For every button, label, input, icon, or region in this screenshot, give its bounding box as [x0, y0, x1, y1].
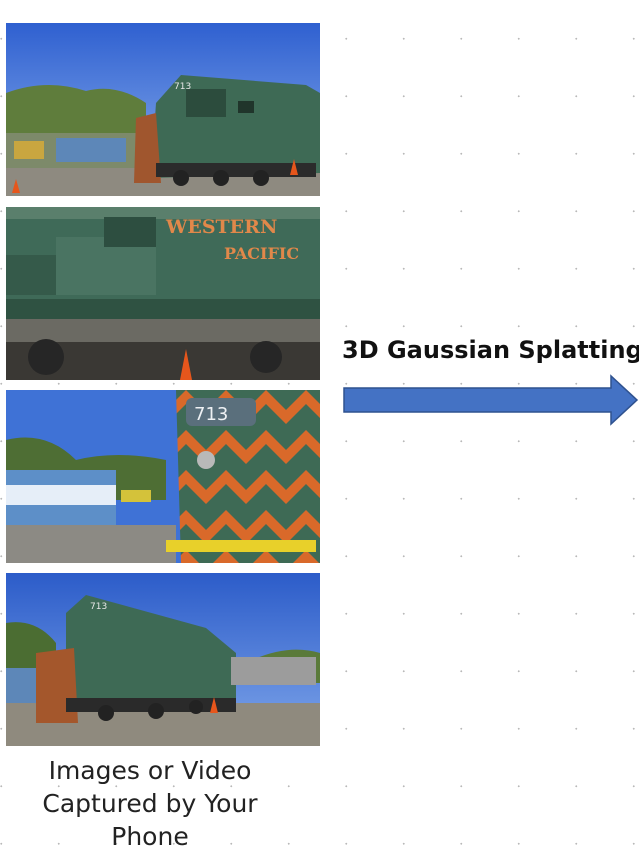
- photo-number-text: 713: [90, 602, 107, 612]
- arrow-shape: [343, 374, 639, 426]
- photo-number-text: 713: [194, 404, 228, 425]
- caption-line-1: Images or Video: [48, 756, 252, 785]
- input-caption: Images or Video Captured by Your Phone: [0, 754, 300, 853]
- lettering-western: WESTERN: [165, 216, 277, 238]
- right-arrow-icon: [343, 374, 639, 426]
- photo-number-text: 713: [174, 82, 191, 92]
- locomotive-side-view-photo: 713: [6, 23, 320, 196]
- photo-locomotive-side: 713: [6, 23, 320, 196]
- photo-locomotive-front: 713: [6, 390, 320, 563]
- photo-locomotive-angle: 713: [6, 573, 320, 746]
- locomotive-angle-photo: 713: [6, 573, 320, 746]
- locomotive-front-photo: 713: [6, 390, 320, 563]
- photo-locomotive-closeup: WESTERN PACIFIC: [6, 207, 320, 380]
- lettering-pacific: PACIFIC: [224, 244, 299, 263]
- method-label: 3D Gaussian Splatting: [342, 336, 639, 364]
- locomotive-closeup-photo: WESTERN PACIFIC: [6, 207, 320, 380]
- caption-line-2: Captured by Your Phone: [42, 789, 258, 851]
